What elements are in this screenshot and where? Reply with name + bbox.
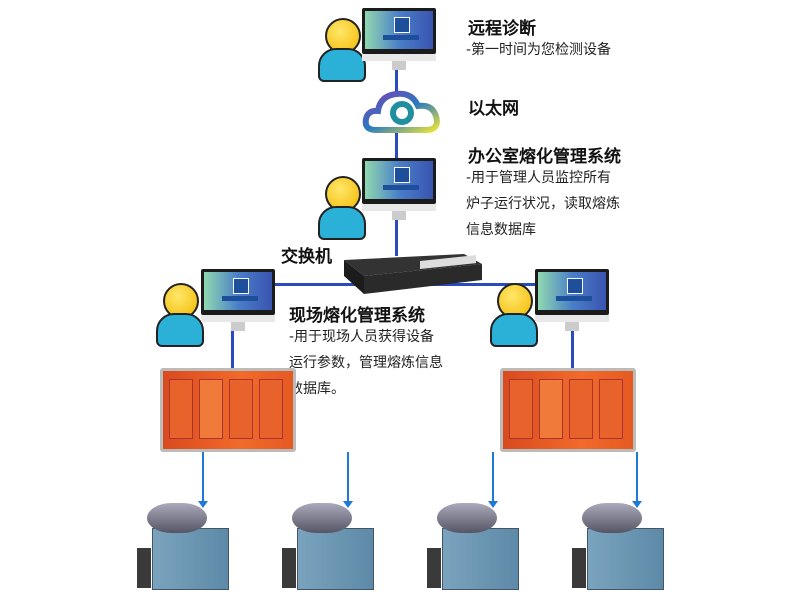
monitor-icon (201, 269, 275, 331)
user-icon (318, 18, 366, 82)
user-icon (318, 176, 366, 240)
induction-furnace (282, 503, 377, 593)
office-desc-2: 炉子运行状况，读取熔炼 (466, 196, 620, 212)
monitor-icon (535, 269, 609, 331)
power-cabinet (500, 368, 636, 452)
ethernet-cloud-icon (362, 90, 440, 133)
arrow-down-icon (632, 452, 642, 508)
site-title: 现场熔化管理系统 (289, 306, 425, 326)
office-title: 办公室熔化管理系统 (468, 147, 621, 167)
power-cabinet (160, 368, 296, 452)
monitor-icon (362, 8, 436, 70)
site-desc-3: 数据库。 (289, 381, 345, 397)
site-desc-2: 运行参数，管理熔炼信息 (289, 355, 443, 371)
induction-furnace (137, 503, 232, 593)
switch-label: 交换机 (281, 247, 332, 267)
arrow-down-icon (198, 452, 208, 508)
induction-furnace (572, 503, 667, 593)
link-left-site (231, 325, 234, 370)
user-icon (490, 283, 538, 347)
user-icon (156, 283, 204, 347)
arrow-down-icon (343, 452, 353, 508)
arrow-down-icon (488, 452, 498, 508)
induction-furnace (427, 503, 522, 593)
office-desc-1: -用于管理人员监控所有 (466, 170, 612, 186)
remote-desc: -第一时间为您检测设备 (466, 42, 612, 58)
office-desc-3: 信息数据库 (466, 222, 536, 238)
link-right-site (571, 325, 574, 370)
ethernet-label: 以太网 (468, 99, 519, 119)
remote-title: 远程诊断 (468, 19, 536, 39)
network-switch-icon (344, 254, 482, 294)
monitor-icon (362, 158, 436, 220)
site-desc-1: -用于现场人员获得设备 (289, 329, 435, 345)
